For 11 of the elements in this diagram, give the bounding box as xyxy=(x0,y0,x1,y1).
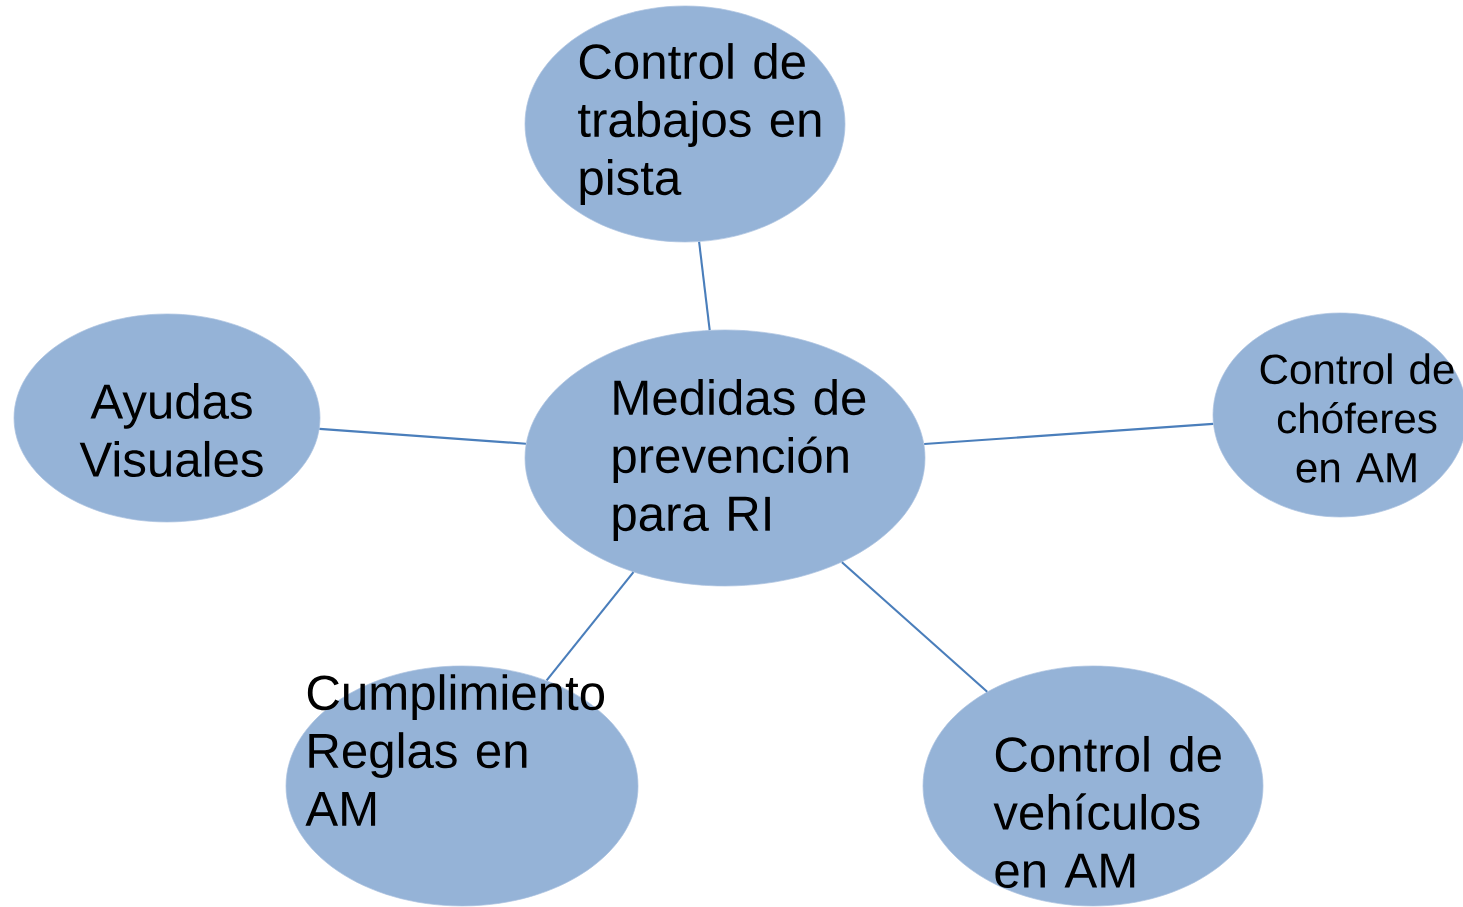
ellipse-node: Ayudas Visuales xyxy=(13,313,321,523)
connector-line xyxy=(545,571,635,682)
connector-line xyxy=(698,241,711,331)
connector-line xyxy=(924,422,1214,446)
ellipse-node: Control de chóferes en AM xyxy=(1212,312,1463,518)
ellipse-node: Control de trabajos en pista xyxy=(524,5,846,243)
ellipse-node: Cumplimiento Reglas en AM xyxy=(285,665,639,907)
ellipse-node: Control de vehículos en AM xyxy=(922,665,1264,907)
connector-line xyxy=(841,561,988,693)
ellipse-node: Medidas de prevención para RI xyxy=(524,329,926,587)
connector-line xyxy=(319,427,526,445)
